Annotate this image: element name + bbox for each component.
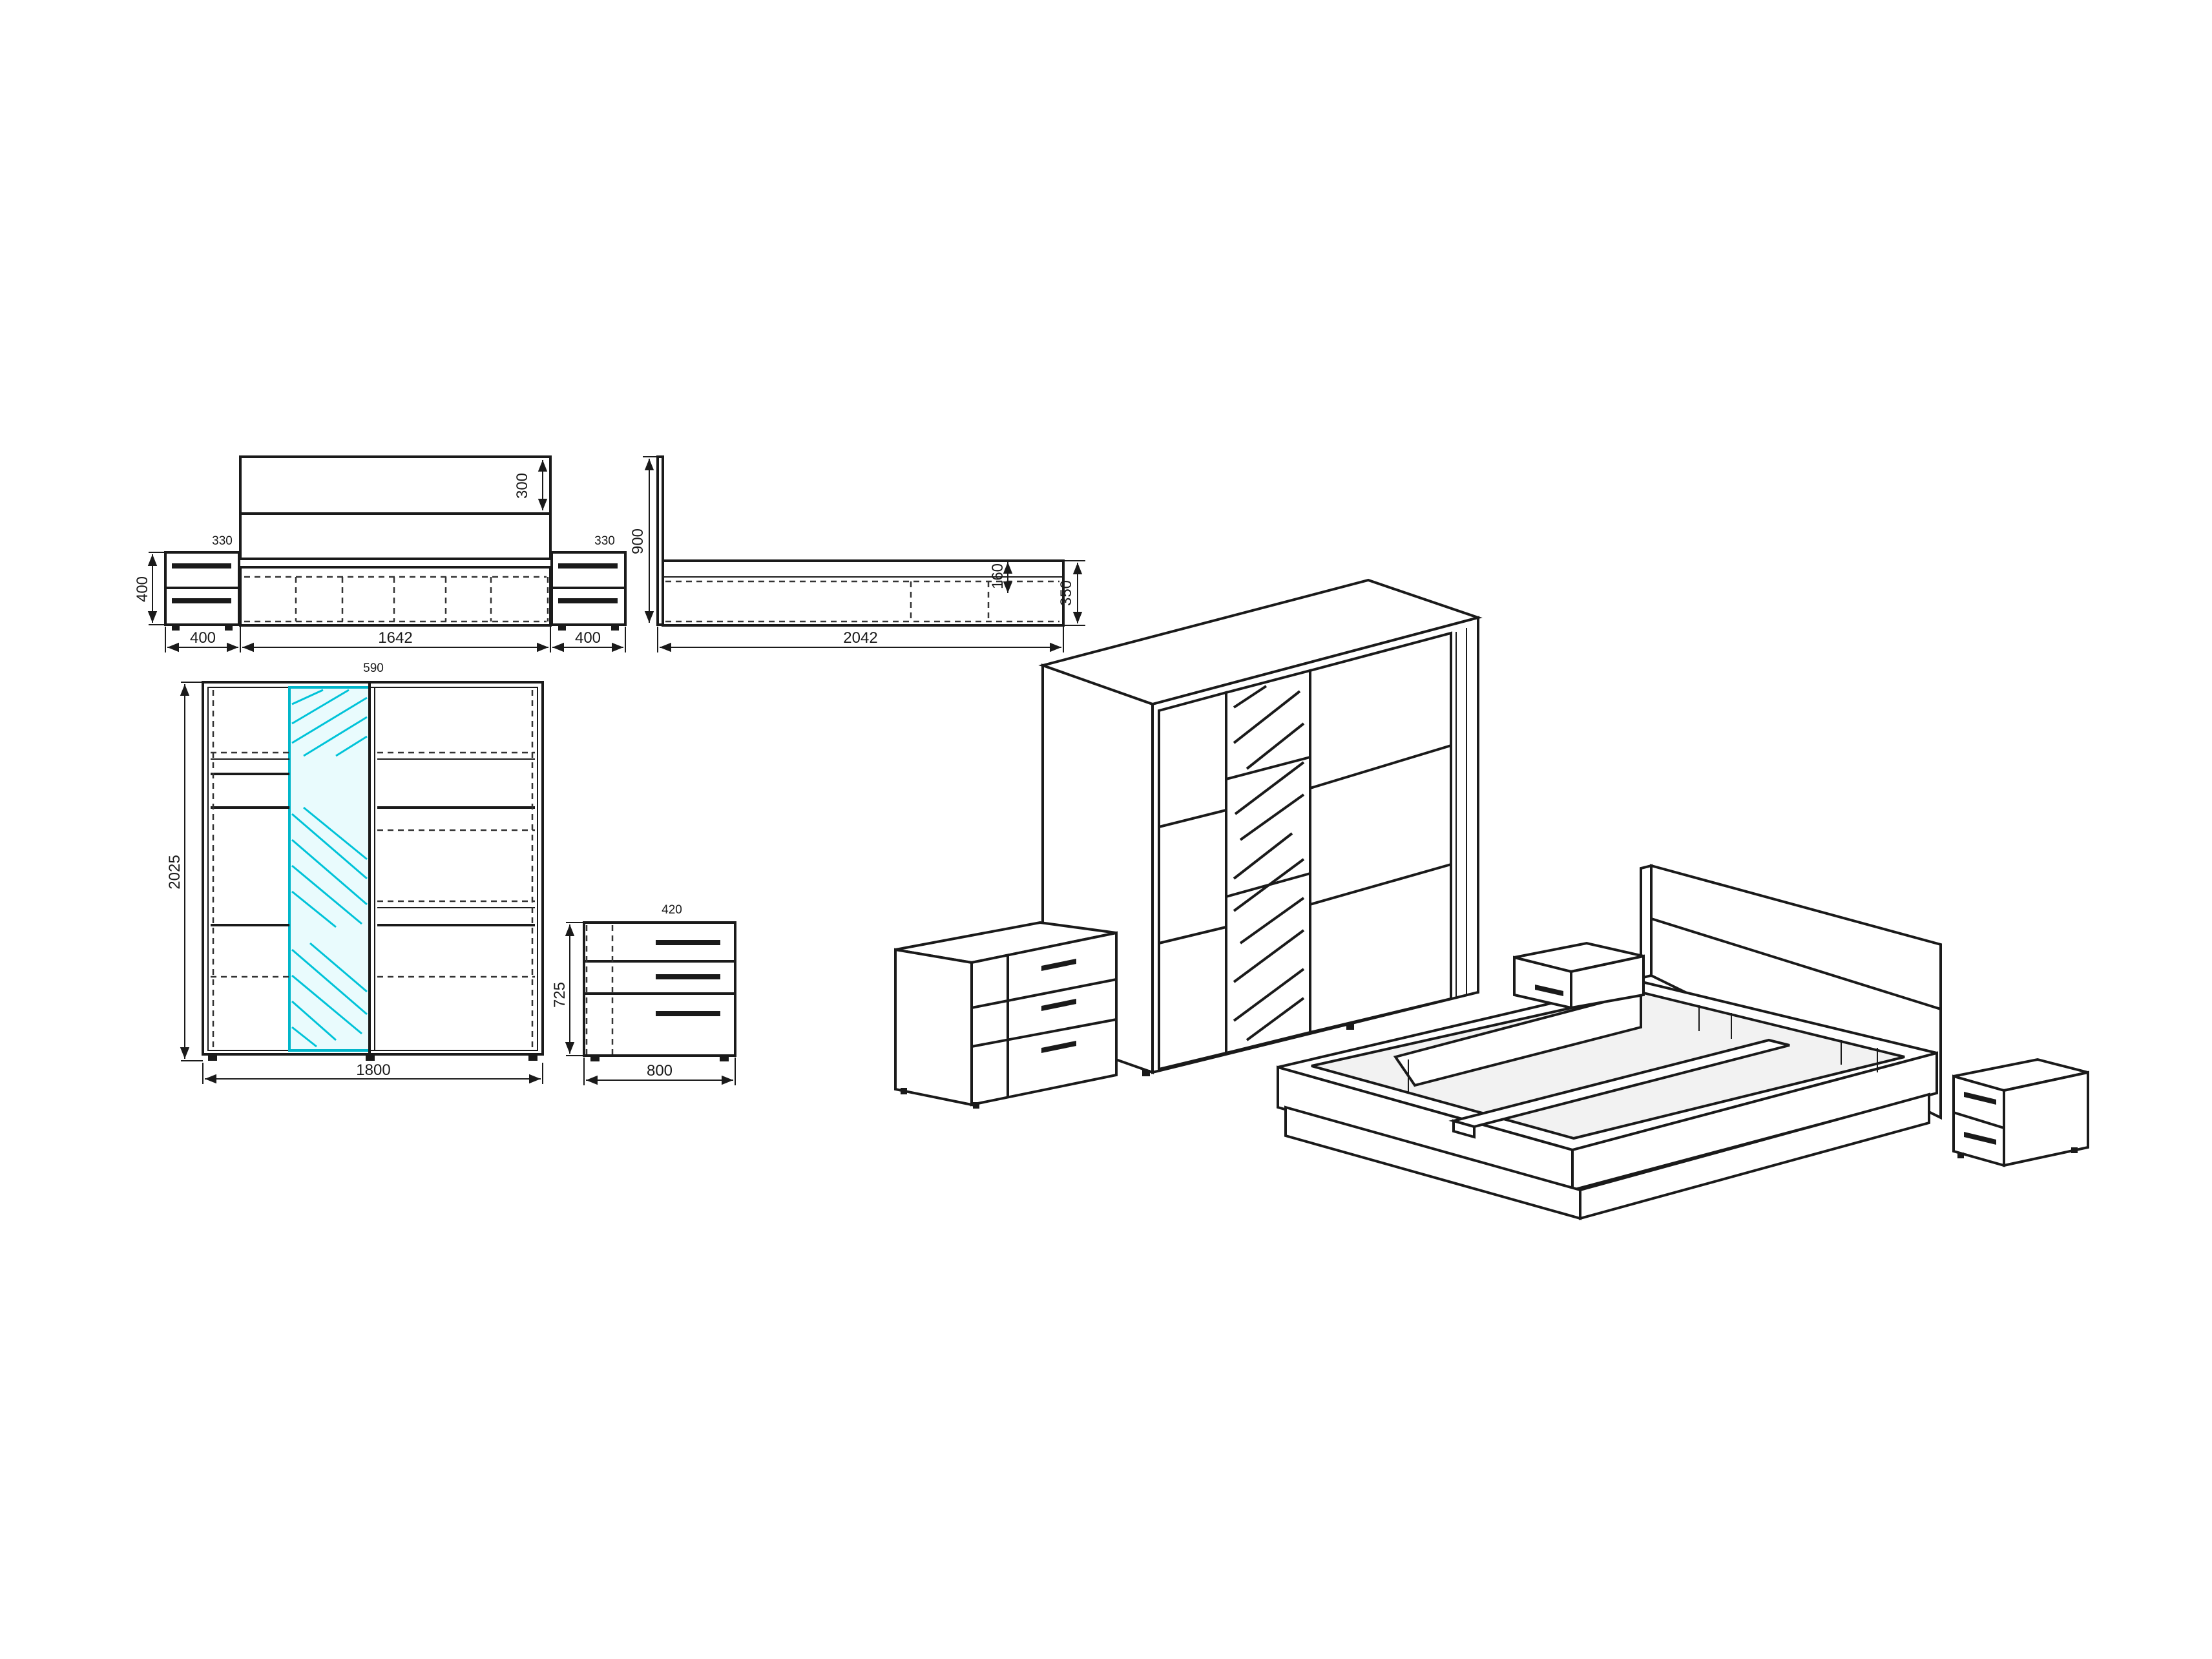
dim-nightstand-depth-left: 330	[212, 534, 233, 548]
dim-nightstand-width-right: 400	[575, 629, 601, 647]
nightstand-perspective-left	[1513, 941, 1645, 1010]
dim-nightstand-height: 400	[134, 576, 151, 602]
wardrobe-perspective	[1038, 578, 1483, 1076]
dresser-body	[583, 921, 736, 1057]
dim-wardrobe-depth: 590	[363, 662, 384, 675]
dim-dresser-depth: 420	[662, 903, 682, 917]
headboard-lower	[239, 512, 552, 560]
bed-side-view: 900 160 350 2042	[629, 455, 1085, 652]
dim-bed-side-height: 350	[1058, 580, 1075, 606]
headboard-side	[656, 455, 664, 626]
dim-wardrobe-width: 1800	[356, 1061, 390, 1079]
headboard-upper	[239, 455, 552, 515]
dim-dresser-width: 800	[647, 1062, 673, 1080]
dim-headboard-panel-height: 300	[514, 473, 531, 499]
dim-bed-total-height: 900	[629, 528, 647, 554]
bed-perspective	[1277, 864, 1942, 1220]
bed-front-view: 300 330 330 400 400 1642 400	[134, 455, 627, 652]
dim-bed-width: 1642	[378, 629, 412, 647]
bed-frame-side	[662, 559, 1065, 627]
wardrobe-body	[202, 681, 544, 1056]
dresser-front-view: 420 725 800	[551, 903, 736, 1085]
dim-dresser-height: 725	[551, 982, 569, 1008]
bed-base-front	[239, 566, 552, 627]
dim-bed-frame-height: 160	[989, 563, 1007, 589]
dim-bed-length: 2042	[843, 629, 877, 647]
dresser-perspective	[894, 921, 1118, 1109]
dim-nightstand-depth-right: 330	[594, 534, 615, 548]
dim-nightstand-width-left: 400	[190, 629, 216, 647]
wardrobe-front-view: 590 2025 1800	[166, 662, 544, 1084]
nightstand-perspective-right	[1952, 1058, 2089, 1167]
dim-wardrobe-height: 2025	[166, 855, 183, 889]
